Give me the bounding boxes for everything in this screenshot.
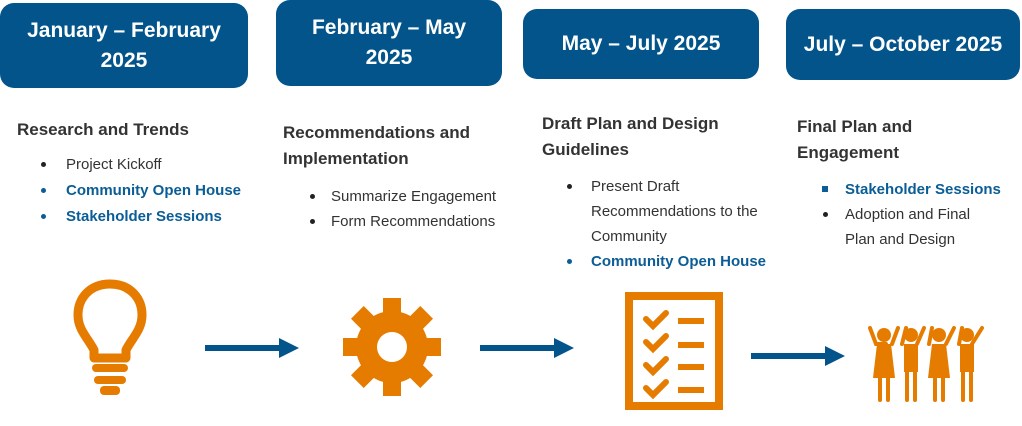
date-text: May – July 2025 <box>561 32 721 55</box>
list-item: Summarize Engagement <box>310 184 496 209</box>
title-line: Final Plan and <box>797 117 913 136</box>
arrow-icon <box>751 346 845 366</box>
phase-1-title: Research and Trends <box>17 120 189 139</box>
list-item: Present Draft <box>567 174 766 199</box>
title-line: Draft Plan and Design <box>542 114 719 133</box>
phase-3-list: Present Draft Recommendations to the Com… <box>567 174 766 274</box>
date-text: 2025 <box>100 48 148 72</box>
phase-4-date: July – October 2025 <box>786 9 1020 80</box>
list-item-continuation: Community <box>591 228 667 245</box>
list-item: Stakeholder Sessions <box>41 204 241 230</box>
title-line: Guidelines <box>542 140 629 159</box>
arrow-icon <box>205 338 299 358</box>
phase-4-list: Stakeholder Sessions Adoption and Final … <box>822 177 1001 252</box>
people-icon <box>868 326 984 402</box>
checklist-icon <box>625 292 723 410</box>
list-item: Adoption and Final <box>823 202 1001 227</box>
list-item: Form Recommendations <box>310 209 496 234</box>
phase-3-date: May – July 2025 <box>523 9 759 79</box>
lightbulb-icon <box>73 279 147 395</box>
list-item: Stakeholder Sessions <box>822 177 1001 202</box>
title-line: Implementation <box>283 149 409 168</box>
date-text: 2025 <box>365 46 413 69</box>
list-item-continuation: Plan and Design <box>845 231 956 248</box>
date-text: February – May <box>311 16 467 39</box>
date-text: July – October 2025 <box>803 32 1003 56</box>
list-item-continuation: Recommendations to the <box>591 203 758 220</box>
gear-icon <box>343 298 441 396</box>
date-text: January – February <box>27 18 221 42</box>
list-item: Project Kickoff <box>41 152 241 178</box>
list-item: Community Open House <box>567 249 766 274</box>
phase-1-list: Project Kickoff Community Open House Sta… <box>41 152 241 230</box>
title-line: Engagement <box>797 143 900 162</box>
phase-2-date: February – May 2025 <box>276 0 502 86</box>
phase-1-date: January – February 2025 <box>0 3 248 88</box>
phase-2-list: Summarize Engagement Form Recommendation… <box>310 184 496 234</box>
arrow-icon <box>480 338 574 358</box>
title-line: Recommendations and <box>283 123 471 142</box>
list-item: Community Open House <box>41 178 241 204</box>
